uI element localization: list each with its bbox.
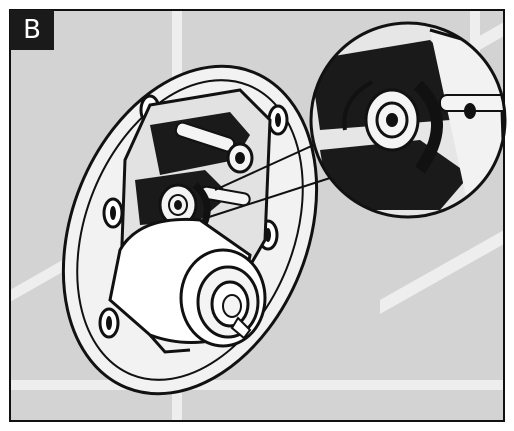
step-label: B xyxy=(10,10,54,50)
cartridge xyxy=(108,217,267,354)
magnified-detail-circle xyxy=(309,21,507,219)
detail-callout xyxy=(205,142,331,219)
panel-border xyxy=(9,9,505,422)
